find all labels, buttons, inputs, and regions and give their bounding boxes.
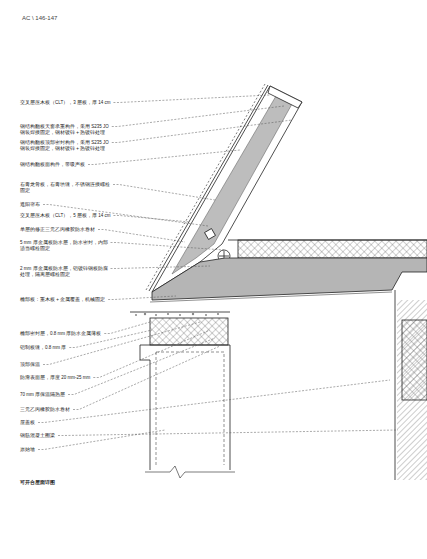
callout-label: 交叉层压木板（CLT），3 层板，厚 14 cm (20, 100, 112, 106)
leader-line (88, 150, 240, 165)
label-text: AC \ 146-147 (22, 15, 57, 21)
leader-line (93, 330, 210, 378)
lid-cap (268, 86, 302, 108)
leader-line (111, 266, 210, 269)
leader-line (113, 95, 270, 103)
leader-line (98, 230, 185, 243)
callout-label: 单层的修正三元乙丙橡胶防水卷材 (20, 227, 112, 233)
callout-label: 遮阳帘布 (20, 202, 112, 208)
metal-sheet (130, 312, 230, 313)
concrete-wall (156, 352, 224, 465)
callout-label: 2 mm 厚金属板防水层，铝镀锌钢板防腐处理，隔离层螺栓固定 (20, 266, 112, 278)
parapet-insulation (150, 318, 228, 345)
label-text: 2 mm 厚金属板防水层，铝镀锌钢板防腐处理，隔离层螺栓固定 (20, 266, 108, 277)
caption: 可开合屋面详图 (20, 479, 140, 485)
break-line (145, 466, 235, 478)
label-text: 三元乙丙橡胶防水卷材 (20, 407, 70, 412)
callout-label: 钢结构翻板面构件，带吸声板 (20, 162, 112, 168)
callout-label: 三元乙丙橡胶防水卷材 (20, 407, 112, 413)
label-text: 檐部板：重木板 + 金属覆盖，机械固定 (20, 297, 105, 302)
callout-label: 5 mm 厚金属板防水层，防水密封，内部适当螺栓固定 (20, 240, 112, 252)
callout-label: 石膏龙骨板，石膏填缝，不锈钢连接螺栓固定 (20, 182, 112, 194)
callout-label: 顶部保温 (20, 362, 112, 368)
leader-line (38, 380, 390, 423)
callout-label: 檐部板：重木板 + 金属覆盖，机械固定 (20, 297, 112, 303)
callout-label: 钢结构翻板天窗承重构件，采用 S235 JO 钢装焊接固定，钢材镀锌 + 热镀锌… (20, 124, 112, 136)
wall-insulation (402, 320, 427, 400)
leader-line (108, 296, 176, 300)
leader-line (113, 185, 215, 201)
leader-line (58, 430, 398, 436)
callout-label: 70 mm 厚保温隔热层 (20, 392, 112, 398)
label-text: 顶部保温 (20, 362, 40, 367)
label-text: 5 mm 厚金属板防水层，防水密封，内部适当螺栓固定 (20, 240, 108, 251)
leader-line (112, 120, 292, 143)
callout-label: 钢筋混凝土圈梁 (20, 433, 112, 439)
label-text: 交叉层压木板（CLT），5 层板，厚 14 cm (20, 213, 110, 218)
roof-slab (152, 258, 427, 300)
leader-line (111, 243, 224, 251)
callout-label: 交叉层压木板（CLT），5 层板，厚 14 cm (20, 213, 112, 219)
bracket (205, 229, 216, 240)
callout-label: 铝制板缝，0.8 mm 厚 (20, 345, 112, 351)
label-text: 钢结构翻板天窗承重构件，采用 S235 JO 钢装焊接固定，钢材镀锌 + 热镀锌… (20, 124, 109, 135)
caption-text: 可开合屋面详图 (20, 479, 55, 485)
label-text: 防滑表面层，厚度 20 mm-25 mm (20, 375, 90, 380)
callout-label: 檐部密封层，0.8 mm 厚防水金属薄板 (20, 331, 112, 337)
label-text: 交叉层压木板（CLT），3 层板，厚 14 cm (20, 100, 110, 105)
label-text: 檐部密封层，0.8 mm 厚防水金属薄板 (20, 331, 101, 336)
wall-insulation (397, 300, 427, 480)
label-text: 70 mm 厚保温隔热层 (20, 392, 65, 397)
leader-line (104, 322, 150, 334)
callout-label: 屋盖板 (20, 420, 112, 426)
label-text: 钢筋混凝土圈梁 (20, 433, 55, 438)
gravel (135, 313, 219, 316)
label-text: 遮阳帘布 (20, 202, 40, 207)
label-text: 原始墙 (20, 447, 35, 452)
flashing (150, 292, 392, 302)
callout-label: 防滑表面层，厚度 20 mm-25 mm (20, 375, 112, 381)
label-text: 屋盖板 (20, 420, 35, 425)
wall (395, 290, 396, 480)
label-text: 单层的修正三元乙丙橡胶防水卷材 (20, 227, 95, 232)
callout-label: 钢结构翻板顶部密封构件，采用 S235 JO 钢装焊接固定，钢材镀锌 + 热镀锌… (20, 140, 112, 152)
leader-line (112, 106, 284, 127)
callout-label: 原始墙 (20, 447, 112, 453)
leader-line (43, 322, 200, 365)
concrete-wall (140, 345, 230, 470)
insulation (238, 240, 427, 258)
label-text: 铝制板缝，0.8 mm 厚 (20, 345, 66, 350)
leader-line (38, 430, 165, 450)
label-text: 钢结构翻板顶部密封构件，采用 S235 JO 钢装焊接固定，钢材镀锌 + 热镀锌… (20, 140, 109, 151)
label-text: 钢结构翻板面构件，带吸声板 (20, 162, 85, 167)
leader-line (68, 338, 215, 395)
page-number: AC \ 146-147 (22, 15, 102, 23)
label-text: 石膏龙骨板，石膏填缝，不锈钢连接螺栓固定 (20, 182, 110, 193)
leader-line (113, 216, 190, 223)
leader-line (73, 346, 220, 410)
